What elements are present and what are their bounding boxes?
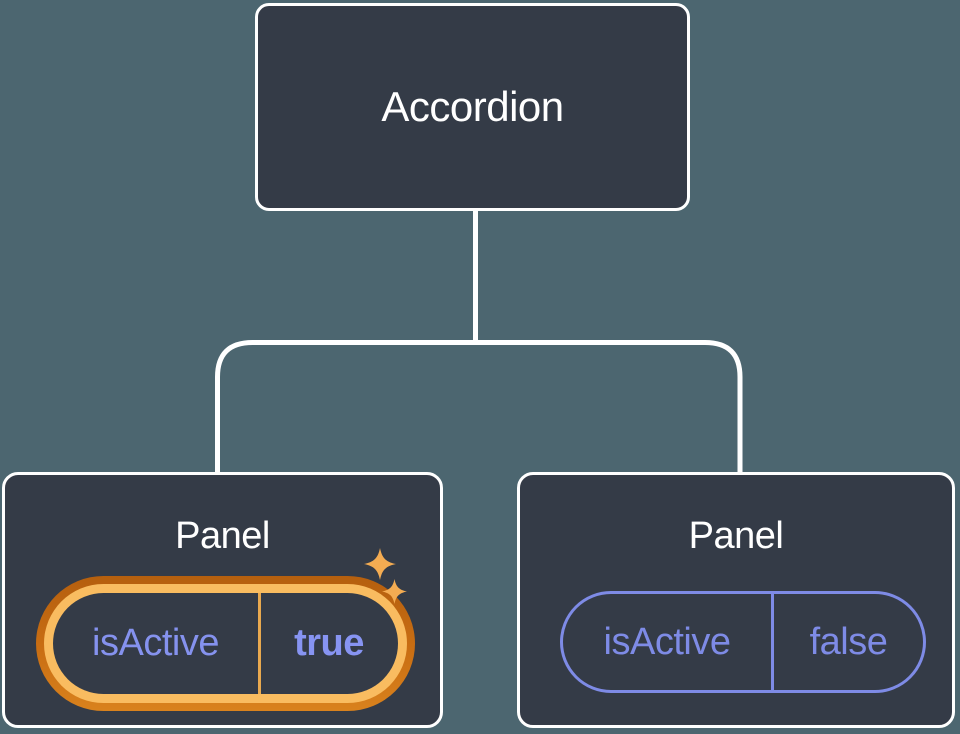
state-pill-plain: isActive false xyxy=(560,591,926,693)
state-pill-divider xyxy=(771,594,774,690)
node-accordion: Accordion xyxy=(255,3,690,211)
state-key: isActive xyxy=(603,620,731,663)
node-accordion-label: Accordion xyxy=(381,83,564,130)
node-panel-active: Panel isActive true xyxy=(2,472,443,728)
node-panel-inactive: Panel isActive false xyxy=(517,472,955,728)
node-panel-inactive-label: Panel xyxy=(688,515,784,557)
state-pill-core: isActive true xyxy=(53,593,398,694)
node-panel-active-label: Panel xyxy=(175,515,270,557)
state-pill-divider xyxy=(258,593,261,694)
state-pill-gold-ring: isActive true xyxy=(44,584,407,703)
state-value: false xyxy=(809,620,888,663)
state-value: true xyxy=(294,622,364,664)
state-key: isActive xyxy=(92,622,219,664)
state-pill-highlighted: isActive true xyxy=(36,576,415,711)
sparkle-icon xyxy=(364,548,407,604)
